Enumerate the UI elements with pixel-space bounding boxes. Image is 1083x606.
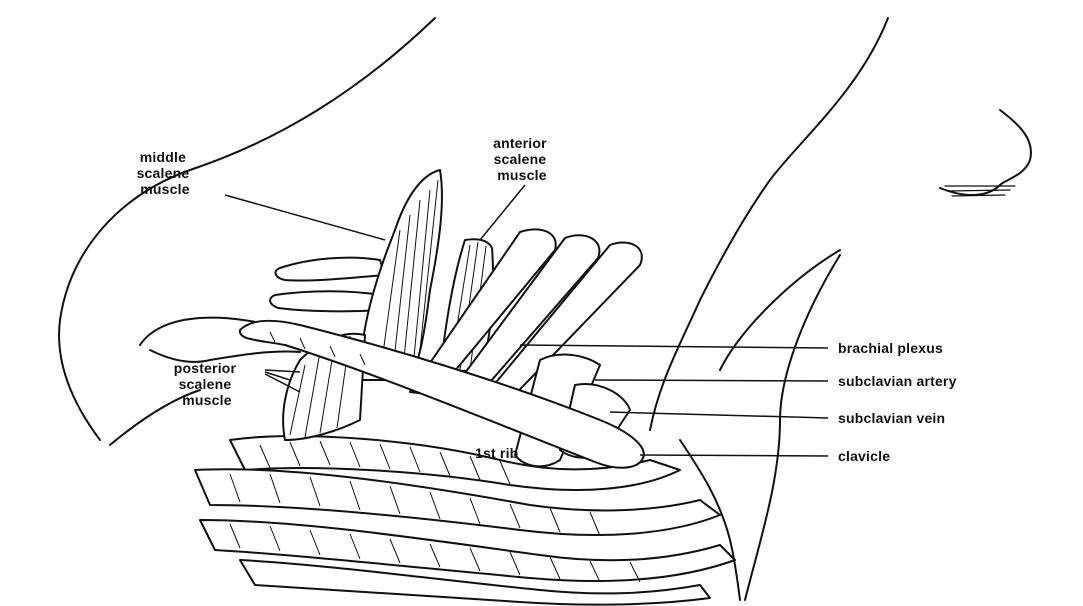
chest-front-outline <box>745 255 840 600</box>
leader-anterior-scalene <box>480 185 525 240</box>
label-anterior-scalene: anterior scalene muscle <box>493 135 551 183</box>
neck-inner-contour <box>720 250 840 370</box>
leader-middle-scalene <box>225 195 385 240</box>
label-subclavian-vein: subclavian vein <box>838 410 945 426</box>
label-brachial-plexus: brachial plexus <box>838 340 943 356</box>
leader-subclavian-vein <box>610 412 828 418</box>
label-clavicle: clavicle <box>838 448 890 464</box>
finger-middle <box>270 291 382 311</box>
leader-subclavian-artery <box>595 380 828 381</box>
label-subclavian-artery: subclavian artery <box>838 373 957 389</box>
leader-brachial-plexus <box>520 345 828 348</box>
label-first-rib: 1st rib <box>475 445 518 461</box>
finger-upper <box>275 258 385 281</box>
label-posterior-scalene: posterior scalene muscle <box>174 360 241 408</box>
chin-outline <box>940 110 1031 195</box>
leader-clavicle <box>640 455 828 456</box>
neck-front-outline <box>650 18 888 430</box>
label-middle-scalene: middle scalene muscle <box>137 149 194 197</box>
